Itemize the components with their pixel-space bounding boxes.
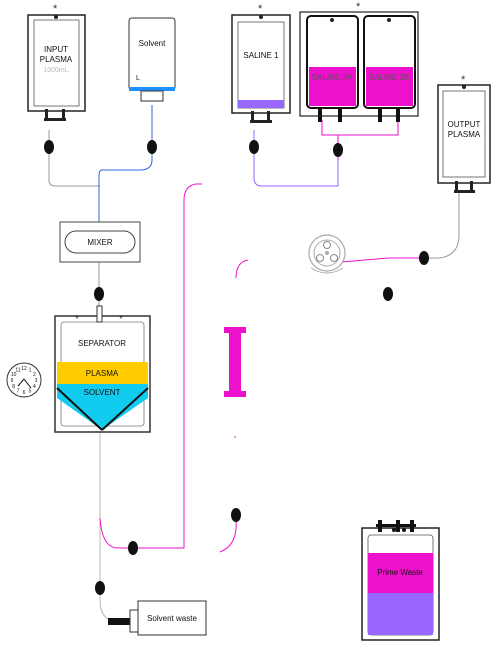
saline1-label: SALINE 1 (243, 51, 279, 60)
clock-numeral: 9 (11, 378, 14, 384)
clock-numeral: 1 (29, 368, 32, 374)
clock-numeral: 5 (29, 388, 32, 394)
separator-drain-tube (99, 432, 126, 623)
separator-plasma-layer: PLASMA (86, 369, 119, 378)
clock-numeral: 2 (33, 372, 36, 378)
clamp-saline2[interactable] (333, 143, 343, 157)
clock-numeral: 7 (17, 388, 20, 394)
clamp-saline1[interactable] (249, 140, 259, 154)
clock-numeral: 4 (33, 384, 36, 390)
saline2-group[interactable]: * SALINE 2A SALINE 2B (299, 1, 419, 122)
clamp-input[interactable] (44, 140, 54, 154)
clock-numeral: 11 (15, 368, 20, 374)
clamp-solvent[interactable] (147, 140, 157, 154)
mixer-label: MIXER (87, 238, 113, 247)
solvent-waste-container[interactable]: Solvent waste (108, 600, 207, 636)
clamp-column-bottom[interactable] (231, 508, 241, 522)
mixer[interactable]: MIXER (59, 221, 141, 263)
separator-solvent-layer: SOLVENT (84, 388, 121, 397)
clamp-output[interactable] (419, 251, 429, 265)
clock-numeral: 12 (21, 366, 27, 372)
separator-star-right: * (119, 314, 123, 325)
clamp-pump-line[interactable] (383, 287, 393, 301)
prime-waste-bag[interactable]: Prime Waste (361, 520, 440, 641)
saline1-bag[interactable]: * SALINE 1 (231, 3, 291, 123)
input-plasma-bag[interactable]: * INPUT PLASMA 1000mL (27, 3, 86, 121)
output-tube (424, 192, 460, 259)
clamps (44, 140, 429, 595)
magenta-return-tube (99, 183, 202, 549)
separator-label: SEPARATOR (78, 339, 126, 348)
solvent-waste-label: Solvent waste (147, 614, 197, 623)
magenta-column[interactable] (224, 327, 246, 397)
input-bag-title-2: PLASMA (40, 55, 73, 64)
saline2a-label: SALINE 2A (312, 73, 353, 82)
separator[interactable]: * * SEPARATOR PLASMA SOLVENT (54, 305, 151, 433)
separator-star-left: * (75, 314, 79, 325)
saline2b-label: SALINE 2B (369, 73, 409, 82)
input-bag-volume: 1000mL (43, 67, 68, 74)
clock-numeral: 10 (11, 372, 17, 378)
magenta-arc-upper (235, 259, 249, 279)
input-bag-star: * (53, 3, 58, 15)
output-plasma-bag[interactable]: * OUTPUT PLASMA (437, 74, 491, 193)
saline2-star: * (356, 1, 361, 13)
output-bag-title-2: PLASMA (448, 130, 481, 139)
clamp-separator-drain[interactable] (95, 581, 105, 595)
input-bag-title-1: INPUT (44, 45, 68, 54)
clamp-mixer-out[interactable] (94, 287, 104, 301)
saline1-tube (253, 130, 339, 187)
tubing (48, 105, 460, 623)
clock-numeral: 6 (23, 390, 26, 396)
solvent-bottle-label: Solvent (139, 39, 166, 48)
input-tube (48, 130, 100, 187)
saline2-link (321, 120, 399, 160)
solvent-tube (98, 105, 153, 222)
magenta-arc-lower (219, 519, 237, 553)
peristaltic-pump-icon[interactable] (308, 234, 346, 274)
output-bag-star: * (461, 74, 466, 86)
saline1-star: * (258, 3, 263, 15)
pump-output-tube (341, 257, 420, 263)
prime-waste-label: Prime Waste (377, 568, 423, 577)
solvent-bottle[interactable]: Solvent L (128, 17, 176, 102)
clock-numeral: 8 (12, 384, 15, 390)
output-bag-title-1: OUTPUT (448, 120, 481, 129)
clock-numeral: 3 (35, 378, 38, 384)
solvent-bottle-marker: L (136, 75, 140, 82)
clamp-return[interactable] (128, 541, 138, 555)
